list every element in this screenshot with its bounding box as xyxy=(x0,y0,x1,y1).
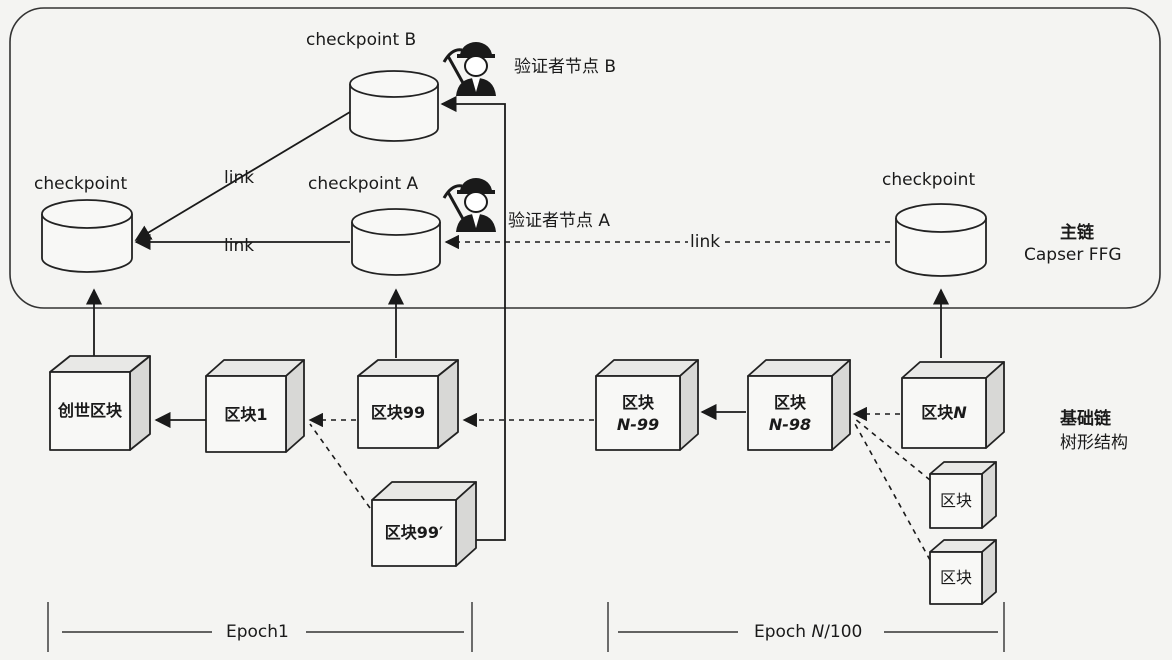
checkpoint-n-label: checkpoint xyxy=(882,170,976,190)
checkpoint-b-label: checkpoint B xyxy=(306,30,417,50)
epoch-n-label-a: Epoch xyxy=(754,622,812,642)
block-99-prime-cube xyxy=(371,481,477,567)
block-n-98-text: 区块 N-98 xyxy=(748,392,832,436)
checkpoint-a-cylinder xyxy=(351,208,441,276)
block-fork-2-cube xyxy=(929,539,997,605)
block-fork-1-cube xyxy=(929,461,997,529)
link-label-lower: link xyxy=(224,236,255,256)
main-chain-sublabel: Capser FFG xyxy=(1024,245,1122,265)
checkpoint-a-label: checkpoint A xyxy=(308,174,419,194)
epoch1-label: Epoch1 xyxy=(226,622,289,642)
main-chain-label: 主链 xyxy=(1060,223,1094,243)
block-n-98-line2: N-98 xyxy=(768,415,812,434)
checkpoint-b-cylinder xyxy=(349,70,439,142)
block-n-text-b: N xyxy=(953,403,967,422)
fork2-to-n98-dashed xyxy=(853,421,931,561)
block-n-text: 区块N xyxy=(902,402,986,424)
link-label-upper: link xyxy=(224,168,255,188)
block-fork-2-text: 区块 xyxy=(939,568,972,587)
epoch-n-bracket xyxy=(607,602,1005,652)
fork1-to-n98-dashed xyxy=(853,417,931,481)
checkpoint-n-cylinder xyxy=(895,203,987,277)
validator-b-vote-path xyxy=(440,95,506,541)
block-n-98-line1: 区块 xyxy=(773,393,806,412)
block-n-99-cube xyxy=(595,359,699,451)
block-genesis-cube xyxy=(49,355,151,451)
epoch-n-label: Epoch N/100 xyxy=(754,622,862,642)
block-n-text-a: 区块 xyxy=(921,403,954,422)
validator-a-label: 验证者节点 A xyxy=(508,211,611,231)
block-n-99-text: 区块 N-99 xyxy=(596,392,680,436)
checkpoint-genesis-label: checkpoint xyxy=(34,174,128,194)
block-n-cube xyxy=(901,361,1005,449)
checkpoint-genesis-cylinder xyxy=(41,199,133,273)
block-n-98-cube xyxy=(747,359,851,451)
miner-icon xyxy=(442,178,496,232)
epoch-n-label-b: N xyxy=(811,622,825,642)
block-99-text: 区块99 xyxy=(370,403,426,422)
block-fork-1-text: 区块 xyxy=(939,491,972,510)
base-chain-label: 基础链 xyxy=(1060,409,1111,429)
miner-icon xyxy=(442,42,496,96)
base-chain-sublabel: 树形结构 xyxy=(1060,433,1128,453)
link-label-dashed: link xyxy=(688,232,723,252)
block-1-cube xyxy=(205,359,305,453)
epoch1-bracket xyxy=(47,602,473,652)
b99p-to-b1-dashed xyxy=(309,423,371,509)
validator-b-label: 验证者节点 B xyxy=(514,57,617,77)
epoch-n-label-c: /100 xyxy=(824,622,863,642)
link-b-to-genesis xyxy=(134,111,351,241)
block-n-99-line1: 区块 xyxy=(621,393,654,412)
block-genesis-text: 创世区块 xyxy=(57,401,122,420)
block-1-text: 区块1 xyxy=(224,405,268,424)
block-99-prime-text: 区块99′ xyxy=(384,523,444,542)
block-99-cube xyxy=(357,359,459,449)
main-chain-panel xyxy=(9,7,1161,309)
block-n-99-line2: N-99 xyxy=(616,415,660,434)
